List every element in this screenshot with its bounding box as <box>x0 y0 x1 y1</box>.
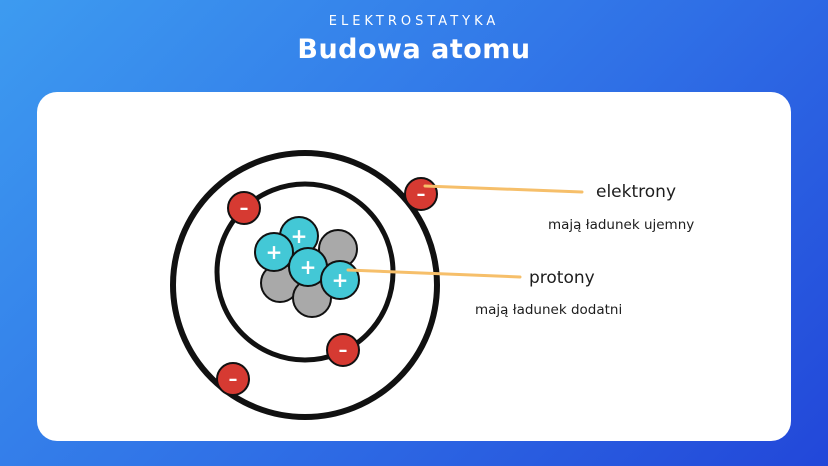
electron-sign: – <box>417 184 426 205</box>
page-title: Budowa atomu <box>297 34 531 65</box>
electron: – <box>227 191 261 225</box>
electron-pointer <box>423 184 584 194</box>
electron: – <box>216 362 250 396</box>
electron-sign: – <box>229 369 238 390</box>
electrons-label: elektrony <box>596 182 677 202</box>
proton: + <box>320 260 360 300</box>
proton-pointer <box>346 268 522 279</box>
electron-sign: – <box>240 198 249 219</box>
proton-sign: + <box>332 268 349 292</box>
atom-diagram: + + + + – – – <box>170 150 584 420</box>
electron-sign: – <box>339 340 348 361</box>
protons-label: protony <box>529 268 595 288</box>
proton-sign: + <box>266 240 283 264</box>
proton-sign: + <box>300 255 317 279</box>
diagram-card: + + + + – – – <box>37 92 791 441</box>
nucleus: + + + + <box>254 216 360 318</box>
electron: – <box>404 177 438 211</box>
electron: – <box>326 333 360 367</box>
proton: + <box>254 232 294 272</box>
protons-description: mają ładunek dodatni <box>475 302 623 318</box>
outer-orbit <box>170 150 440 420</box>
electrons-description: mają ładunek ujemny <box>548 217 695 233</box>
section-eyebrow: ELEKTROSTATYKA <box>328 14 500 29</box>
proton-sign: + <box>291 224 308 248</box>
